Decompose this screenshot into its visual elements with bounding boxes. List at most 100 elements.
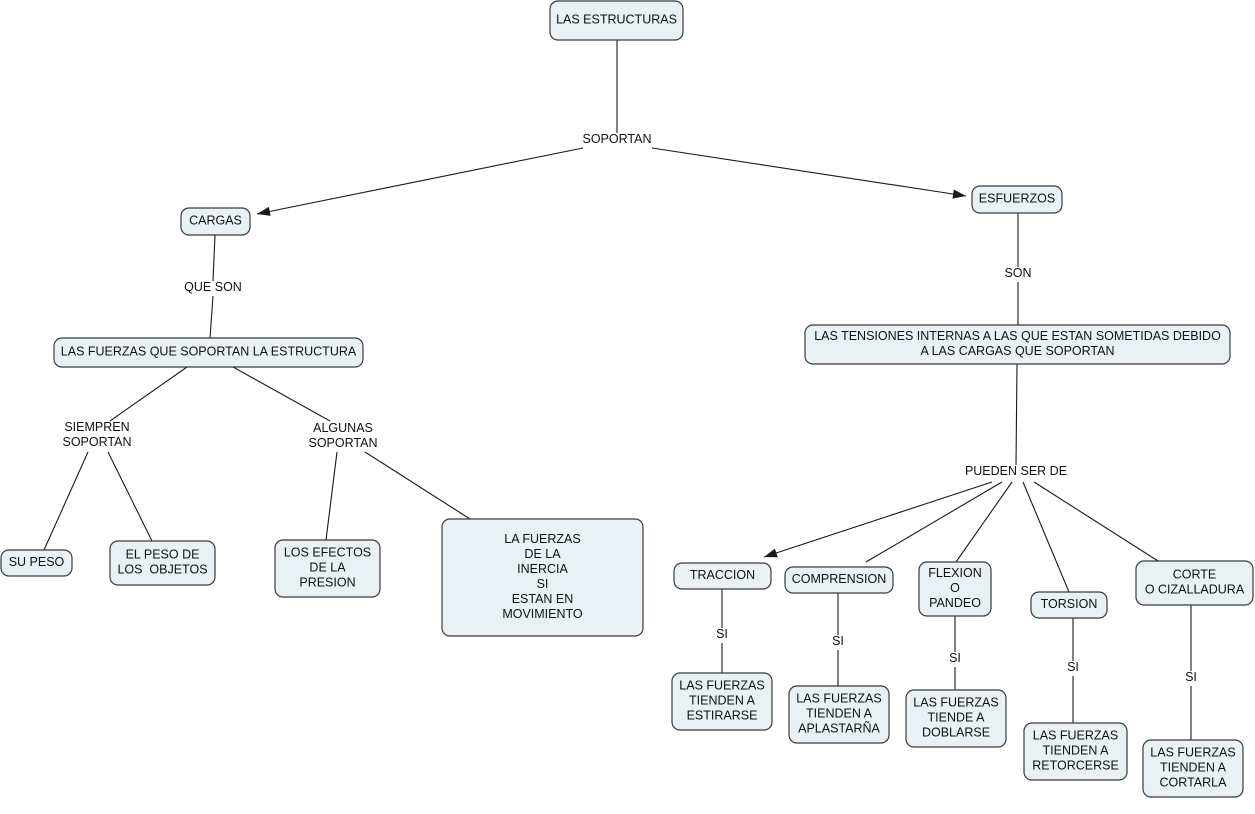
node-box[interactable] xyxy=(1142,739,1244,798)
node-box[interactable] xyxy=(671,672,773,731)
link-label-text: SON xyxy=(1004,266,1031,280)
edge-e-fuerzas-siempren xyxy=(109,366,188,422)
edge-line xyxy=(651,147,967,197)
edge-e-soportan-cargas xyxy=(256,147,584,216)
node-box[interactable] xyxy=(971,185,1063,214)
node-label: ESFUERZOS xyxy=(979,192,1055,206)
edge-line xyxy=(256,147,584,215)
edge-line xyxy=(763,481,993,558)
arrow-head-icon xyxy=(952,189,966,199)
node-box[interactable] xyxy=(180,207,251,236)
edge-line xyxy=(364,451,471,520)
node-box[interactable] xyxy=(53,337,364,368)
edge-e-algunas-efectos xyxy=(325,451,338,541)
edge-line xyxy=(209,295,214,339)
link-label-que-son: QUE SON xyxy=(184,280,242,294)
edge-line xyxy=(1033,481,1159,562)
node-esfuerzos[interactable]: ESFUERZOS xyxy=(971,185,1063,214)
edge-e-soportan-esfuerzos xyxy=(651,147,967,199)
edge-line xyxy=(43,451,89,551)
node-tensiones[interactable]: LAS TENSIONES INTERNAS A LAS QUE ESTAN S… xyxy=(804,324,1231,365)
link-label-si-torsion: SI xyxy=(1067,660,1079,674)
link-label-text: SOPORTAN xyxy=(583,132,652,146)
node-label: LAS TENSIONES INTERNAS A LAS QUE ESTAN S… xyxy=(814,329,1221,358)
node-comprension[interactable]: COMPRENSION xyxy=(784,566,894,594)
node-box[interactable] xyxy=(905,689,1007,748)
edge-line xyxy=(107,451,153,542)
edge-line xyxy=(232,366,331,422)
edge-e-pueden-flexion xyxy=(955,481,1013,563)
edge-e-siempren-supeso xyxy=(43,451,89,551)
node-box[interactable] xyxy=(549,0,684,41)
node-label: SU PESO xyxy=(9,555,65,569)
edge-e-tensiones-pueden xyxy=(1015,363,1018,466)
node-box[interactable] xyxy=(274,539,381,598)
node-box[interactable] xyxy=(788,685,890,744)
edge-line xyxy=(1022,481,1070,593)
node-label: LAS FUERZAS QUE SOPORTAN LA ESTRUCTURA xyxy=(61,345,357,359)
node-box[interactable] xyxy=(673,562,772,590)
node-label: CARGAS xyxy=(189,214,242,228)
edge-line xyxy=(955,481,1013,563)
node-estructuras[interactable]: LAS ESTRUCTURAS xyxy=(549,0,684,41)
node-su-peso[interactable]: SU PESO xyxy=(0,549,73,577)
edge-line xyxy=(865,481,1003,563)
edge-line xyxy=(212,234,216,282)
node-label: COMPRENSION xyxy=(792,572,886,586)
link-label-text: SI xyxy=(716,627,728,641)
link-label-si-flexion: SI xyxy=(949,651,961,665)
node-box[interactable] xyxy=(784,566,894,594)
edge-e-queson-fuerzas xyxy=(209,295,214,339)
node-fuerzas-soportan[interactable]: LAS FUERZAS QUE SOPORTAN LA ESTRUCTURA xyxy=(53,337,364,368)
node-traccion[interactable]: TRACCION xyxy=(673,562,772,590)
node-box[interactable] xyxy=(441,518,644,637)
node-torsion[interactable]: TORSION xyxy=(1030,591,1108,619)
node-box[interactable] xyxy=(0,549,73,577)
node-box[interactable] xyxy=(918,561,992,617)
node-box[interactable] xyxy=(1023,722,1128,781)
link-label-si-traccion: SI xyxy=(716,627,728,641)
node-box[interactable] xyxy=(1135,560,1254,606)
node-box[interactable] xyxy=(804,324,1231,365)
edge-e-siempren-pesoobjetos xyxy=(107,451,153,542)
node-box[interactable] xyxy=(1030,591,1108,619)
edge-e-pueden-comprension xyxy=(865,481,1003,563)
link-label-text: QUE SON xyxy=(184,280,242,294)
link-label-pueden-ser-de: PUEDEN SER DE xyxy=(965,464,1067,478)
link-label-si-comprension: SI xyxy=(832,634,844,648)
edge-line xyxy=(1015,363,1018,466)
edges-layer xyxy=(43,40,1192,740)
node-box[interactable] xyxy=(109,540,216,586)
edge-line xyxy=(109,366,188,422)
link-label-text: SI xyxy=(1185,670,1197,684)
nodes-layer: LAS ESTRUCTURAS CARGAS ESFUERZOS LAS FUERZA… xyxy=(0,0,1254,798)
link-label-text: PUEDEN SER DE xyxy=(965,464,1067,478)
link-label-son: SON xyxy=(1004,266,1031,280)
node-cargas[interactable]: CARGAS xyxy=(180,207,251,236)
node-label: TORSION xyxy=(1041,597,1098,611)
